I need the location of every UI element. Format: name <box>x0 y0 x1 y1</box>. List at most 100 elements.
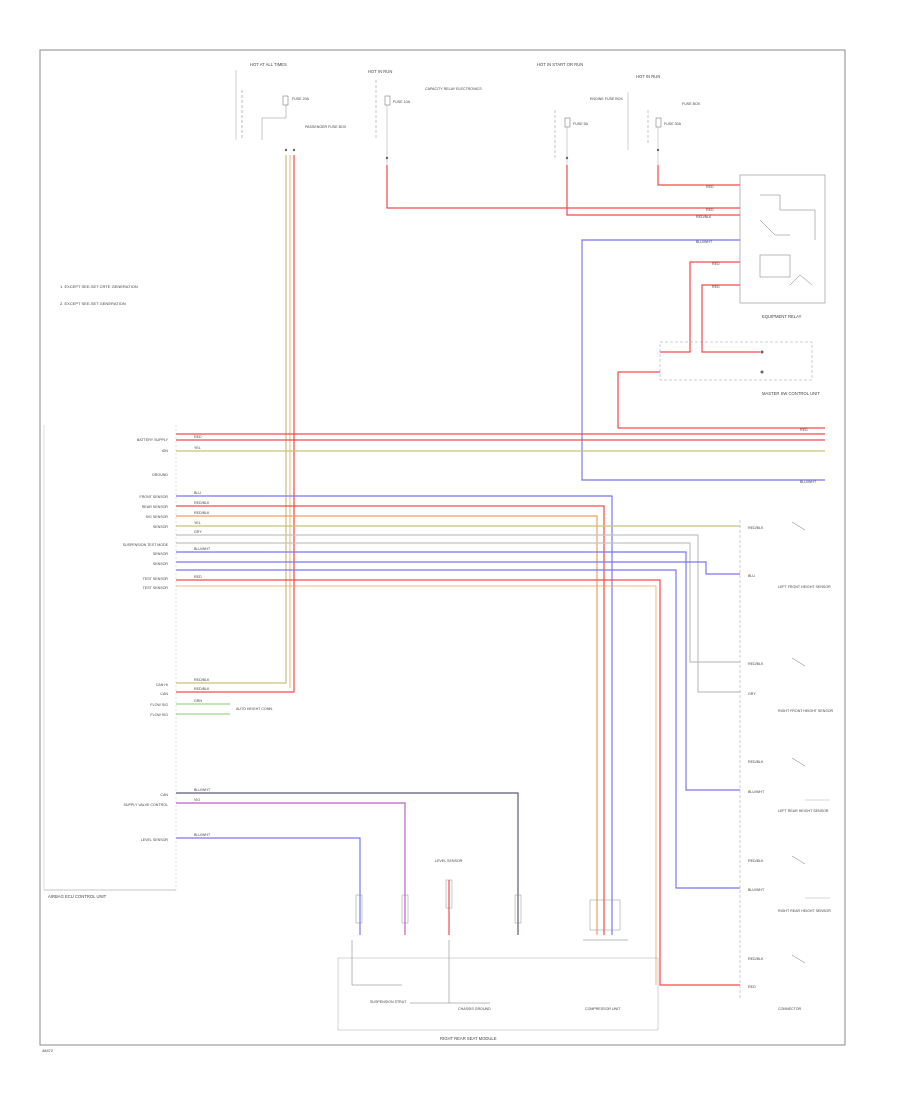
bottom-box-label: RIGHT REAR SEAT MODULE <box>440 1036 497 1041</box>
fuse-4-desc: FUSE BOX <box>682 102 701 106</box>
pin-a-9: SENSOR <box>153 552 169 556</box>
sensor-rear-right: RIGHT REAR HEIGHT SENSOR <box>778 855 831 913</box>
wl-29: BLU/WHT <box>748 790 765 794</box>
connector-right: CONNECTOR <box>778 954 806 1011</box>
wl-9: RED <box>194 575 202 579</box>
connector-right-label: CONNECTOR <box>778 1007 801 1011</box>
wl-7: GRY <box>194 530 202 534</box>
pins-c: CAN SUPPLY VALVE CONTROL LEVEL SENSOR <box>124 793 169 842</box>
note-1: 1. EXCEPT SEE-SET CRTE GENERATION <box>60 284 138 289</box>
wire-s-blue-2 <box>176 551 740 791</box>
wl-21: RED <box>712 285 720 289</box>
wire-f4-red <box>657 165 740 186</box>
wl-24: RED/BLK <box>748 526 764 530</box>
module-label: AIRBAG ECU CONTROL UNIT <box>48 894 107 899</box>
wl-26: RED/BLK <box>748 662 764 666</box>
wl-10: RED/BLK <box>194 678 210 682</box>
wl-17: RED <box>706 208 714 212</box>
fuse-3-caption: HOT IN START OR RUN <box>537 62 583 67</box>
pin-a-11: TEST SENSOR <box>143 577 169 581</box>
pin-a-4: FRONT SENSOR <box>140 495 169 499</box>
wl-33: RED <box>748 985 756 989</box>
fuse-2-rating: FUSE 10A <box>393 100 411 104</box>
wl-2: YEL <box>194 446 201 450</box>
wl-11: RED/BLK <box>194 687 210 691</box>
pin-a-3: GROUND <box>152 473 168 477</box>
wl-15: BLU/WHT <box>194 833 211 837</box>
diagram-frame <box>39 49 846 1046</box>
wire-c-blue <box>176 837 361 935</box>
wire-sub-red <box>617 371 825 429</box>
module-note: AUTO HEIGHT CONN. <box>236 707 273 711</box>
wl-5: RED/BLK <box>194 511 210 515</box>
wires <box>176 155 825 986</box>
pin-a-6: SIG SENSOR <box>146 515 169 519</box>
wl-8: BLU/WHT <box>194 547 211 551</box>
pins-b: CAN HI CAN FLOW SIG FLOW SIG <box>150 683 168 717</box>
page-id: 48472 <box>42 1048 54 1053</box>
wl-16: RED <box>706 185 714 189</box>
pin-a-10: SENSOR <box>153 562 169 566</box>
wl-12: GRN <box>194 699 202 703</box>
wire-s-blue-3 <box>176 561 740 575</box>
pin-c-3: LEVEL SENSOR <box>141 838 169 842</box>
sensor-rr-label: RIGHT REAR HEIGHT SENSOR <box>778 909 831 913</box>
fuse-1-rating: FUSE 20A <box>292 97 310 101</box>
fuse-4-rating: FUSE 30A <box>664 122 682 126</box>
pin-a-1: BATTERY SUPPLY <box>137 438 169 442</box>
pins-a: BATTERY SUPPLY IGN GROUND FRONT SENSOR R… <box>123 438 169 590</box>
sensor-fl-label: LEFT FRONT HEIGHT SENSOR <box>778 585 831 589</box>
wl-25: BLU <box>748 574 755 578</box>
wire-s-red-2 <box>176 579 740 986</box>
wire-s-grey-2 <box>176 542 740 663</box>
control-module: AIRBAG ECU CONTROL UNIT AUTO HEIGHT CONN… <box>43 425 273 899</box>
pin-c-2: SUPPLY VALVE CONTROL <box>124 803 168 807</box>
sub-relay-label: MASTER SW CONTROL UNIT <box>762 391 820 396</box>
comp-pump-label: LEVEL SENSOR <box>435 859 463 863</box>
fuse-2-caption: HOT IN RUN <box>368 69 392 74</box>
fuse-1-caption: HOT AT ALL TIMES <box>250 62 287 67</box>
fuse-4-caption: HOT IN RUN <box>636 74 660 79</box>
fuse-block-1: HOT AT ALL TIMES FUSE 20A PASSENGER FUSE… <box>235 62 347 152</box>
wire-relay-red-b <box>701 284 760 353</box>
pin-b-3: FLOW SIG <box>150 703 168 707</box>
wire-s-blue-1 <box>176 495 613 935</box>
wl-3: BLU <box>194 491 201 495</box>
compressor-label: COMPRESSOR UNIT <box>585 1007 621 1011</box>
wire-s-red-1 <box>176 505 605 935</box>
wl-19: BLU/WHT <box>696 240 713 244</box>
wire-c-dark <box>176 792 519 935</box>
pin-b-4: FLOW SIG <box>150 713 168 717</box>
fuse-3-desc: ENGINE FUSE BOX <box>590 97 624 101</box>
wl-4: RED/BLK <box>194 501 210 505</box>
wire-relay-red-a <box>660 261 740 353</box>
fuse-block-2: HOT IN RUN FUSE 10A CAPACITY RELAY ELECT… <box>368 69 482 170</box>
relay-label: EQUIPMENT RELAY <box>762 314 802 319</box>
fuse-block-3: HOT IN START OR RUN FUSE 5A ENGINE FUSE … <box>537 62 629 165</box>
wl-27: GRY <box>748 692 756 696</box>
note-2: 2. EXCEPT SEE-SET GENERATION <box>60 301 126 306</box>
wl-28: RED/BLK <box>748 760 764 764</box>
pin-a-2: IGN <box>162 449 169 453</box>
wl-13: BLU/WHT <box>194 788 211 792</box>
pin-b-1: CAN HI <box>156 683 168 687</box>
pin-a-8: SUSPENSION TEST MODE <box>123 543 169 547</box>
wl-32: RED/BLK <box>748 957 764 961</box>
wl-23: BLU/WHT <box>800 480 817 484</box>
wl-30: RED/BLK <box>748 859 764 863</box>
pin-c-1: CAN <box>160 793 168 797</box>
wire-s-orange-2 <box>176 585 657 985</box>
wire-f3-red <box>566 165 740 216</box>
wire-f1-red <box>176 155 295 693</box>
equipment-relay: EQUIPMENT RELAY <box>739 174 826 319</box>
sensor-fr-label: RIGHT FRONT HEIGHT SENSOR <box>778 709 834 713</box>
sub-relay: MASTER SW CONTROL UNIT <box>659 341 820 396</box>
fuse-3-rating: FUSE 5A <box>573 122 589 126</box>
pin-b-2: CAN <box>160 692 168 696</box>
wl-22: RED <box>800 428 808 432</box>
wl-6: YEL <box>194 521 201 525</box>
comp-shock-label: SUSPENSION STRUT <box>370 1000 407 1004</box>
wire-relay-blue <box>581 239 825 481</box>
wire-s-blue-4 <box>176 569 740 889</box>
